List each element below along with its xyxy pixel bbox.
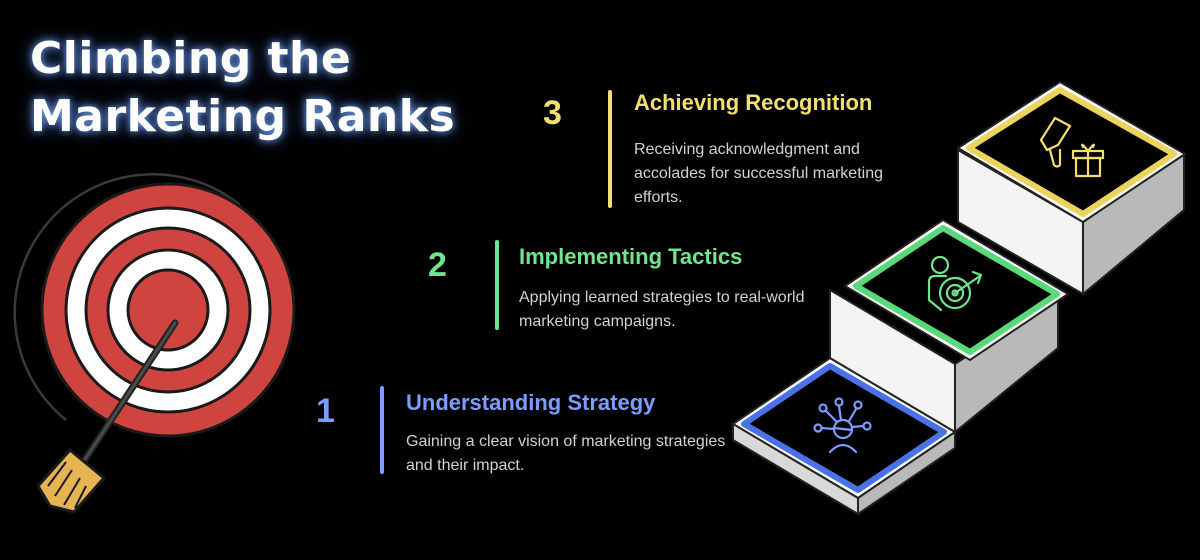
step-heading: Achieving Recognition	[634, 90, 873, 115]
step-number: 2	[428, 246, 447, 284]
step-description: Gaining a clear vision of marketing stra…	[406, 433, 726, 474]
step-number: 3	[543, 94, 562, 132]
title-line-1: Climbing the	[30, 33, 352, 84]
step-description: Receiving acknowledgment and accolades f…	[634, 141, 883, 206]
step-divider	[380, 386, 384, 474]
arrow-icon	[36, 319, 179, 514]
step-heading: Understanding Strategy	[406, 390, 656, 415]
page-title: Climbing the Marketing Ranks	[30, 30, 455, 146]
step-description: Applying learned strategies to real-worl…	[519, 289, 805, 330]
title-line-2: Marketing Ranks	[30, 91, 456, 142]
award-gift-icon	[1039, 116, 1105, 178]
strategy-network-icon	[813, 397, 872, 454]
step-divider	[495, 240, 499, 330]
staircase	[731, 80, 1187, 516]
target-icon	[13, 172, 296, 514]
step-divider	[608, 90, 612, 208]
step-number: 1	[316, 392, 335, 430]
step-heading: Implementing Tactics	[519, 244, 743, 269]
person-target-icon	[927, 255, 983, 312]
